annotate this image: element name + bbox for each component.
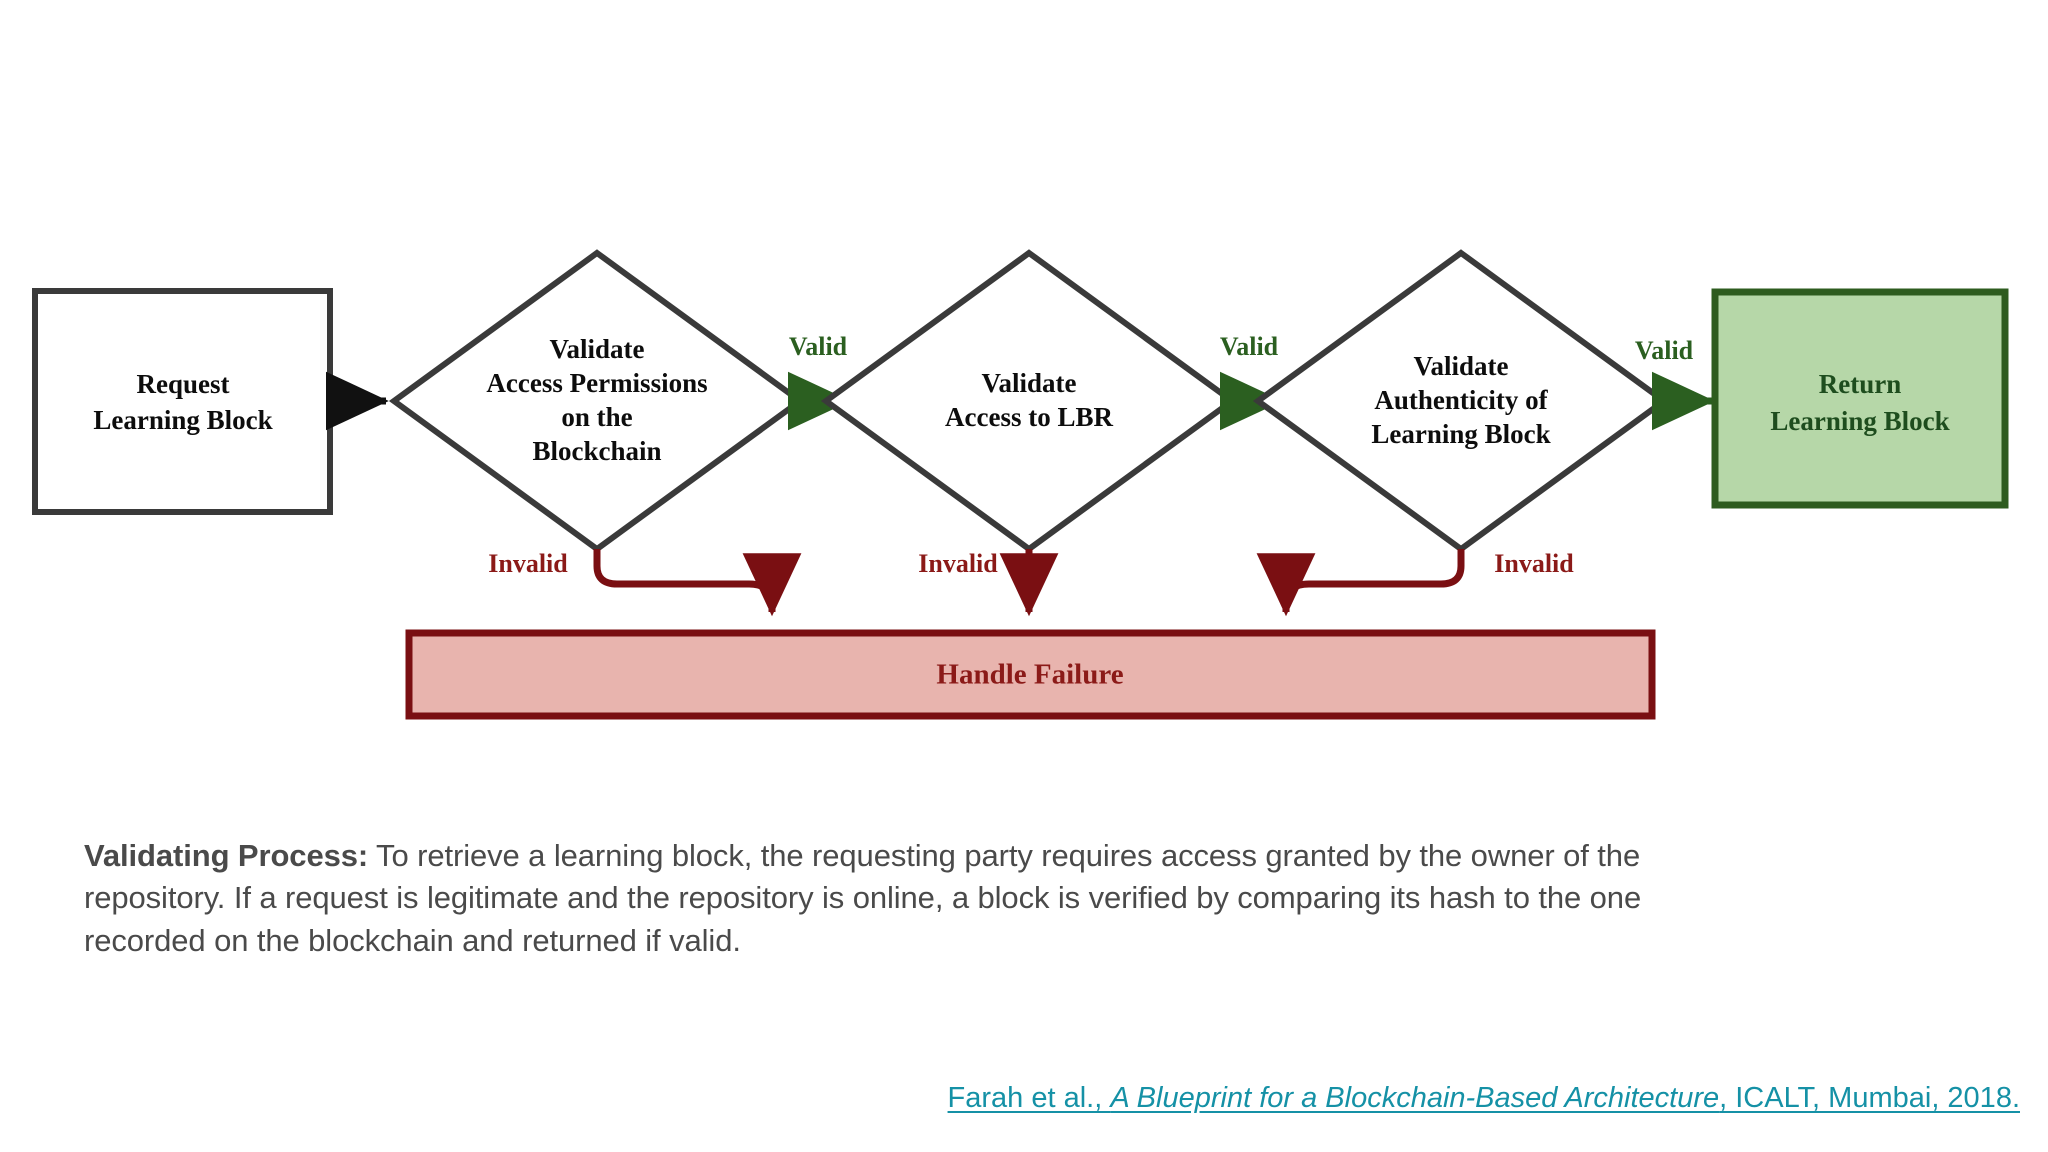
return-block-line1: Return bbox=[1819, 369, 1902, 399]
decision3-line1: Validate bbox=[1413, 351, 1508, 381]
request-block-shape bbox=[32, 288, 333, 515]
decision1-shape bbox=[388, 249, 806, 553]
decision1-line1: Validate bbox=[549, 334, 644, 364]
node-return-learning-block[interactable]: Return Learning Block bbox=[1711, 288, 2009, 509]
edge-invalid-1 bbox=[593, 549, 802, 617]
edge-label-valid-3: Valid bbox=[1635, 336, 1694, 365]
flowchart-diagram: Request Learning Block Validate Access P… bbox=[32, 249, 2009, 720]
edge-label-valid-2: Valid bbox=[1220, 332, 1279, 361]
citation-venue: , ICALT, Mumbai, 2018. bbox=[1719, 1082, 2020, 1114]
node-validate-access-to-lbr[interactable]: Validate Access to LBR bbox=[820, 249, 1238, 553]
caption-body: To retrieve a learning block, the reques… bbox=[84, 838, 1642, 958]
caption-paragraph: Validating Process: To retrieve a learni… bbox=[84, 835, 1654, 962]
decision3-line2: Authenticity of bbox=[1374, 385, 1548, 415]
citation-authors: Farah et al., bbox=[947, 1082, 1111, 1114]
edge-label-invalid-2: Invalid bbox=[918, 549, 998, 578]
node-validate-authenticity[interactable]: Validate Authenticity of Learning Block bbox=[1252, 249, 1670, 553]
edge-label-invalid-3: Invalid bbox=[1494, 549, 1574, 578]
decision3-line3: Learning Block bbox=[1371, 419, 1550, 449]
node-request-learning-block[interactable]: Request Learning Block bbox=[32, 288, 333, 515]
citation-link[interactable]: Farah et al., A Blueprint for a Blockcha… bbox=[0, 1082, 2020, 1115]
request-block-line2: Learning Block bbox=[93, 405, 272, 435]
decision1-line3: on the bbox=[561, 402, 632, 432]
node-validate-access-permissions[interactable]: Validate Access Permissions on the Block… bbox=[388, 249, 806, 553]
node-handle-failure[interactable]: Handle Failure bbox=[405, 629, 1656, 720]
decision1-line4: Blockchain bbox=[532, 436, 661, 466]
edge-invalid-3 bbox=[1256, 549, 1465, 617]
decision1-line2: Access Permissions bbox=[486, 368, 707, 398]
return-block-line2: Learning Block bbox=[1770, 406, 1949, 436]
return-block-shape bbox=[1711, 288, 2009, 509]
handle-failure-shape bbox=[405, 629, 1656, 720]
caption-lead: Validating Process: bbox=[84, 838, 369, 873]
decision2-line1: Validate bbox=[981, 368, 1076, 398]
handle-failure-label: Handle Failure bbox=[936, 659, 1123, 691]
decision2-line2: Access to LBR bbox=[945, 402, 1113, 432]
decision2-shape bbox=[820, 249, 1238, 553]
request-block-line1: Request bbox=[137, 369, 230, 399]
citation-title: A Blueprint for a Blockchain-Based Archi… bbox=[1110, 1082, 1720, 1114]
edge-label-valid-1: Valid bbox=[789, 332, 848, 361]
edge-label-invalid-1: Invalid bbox=[488, 549, 568, 578]
